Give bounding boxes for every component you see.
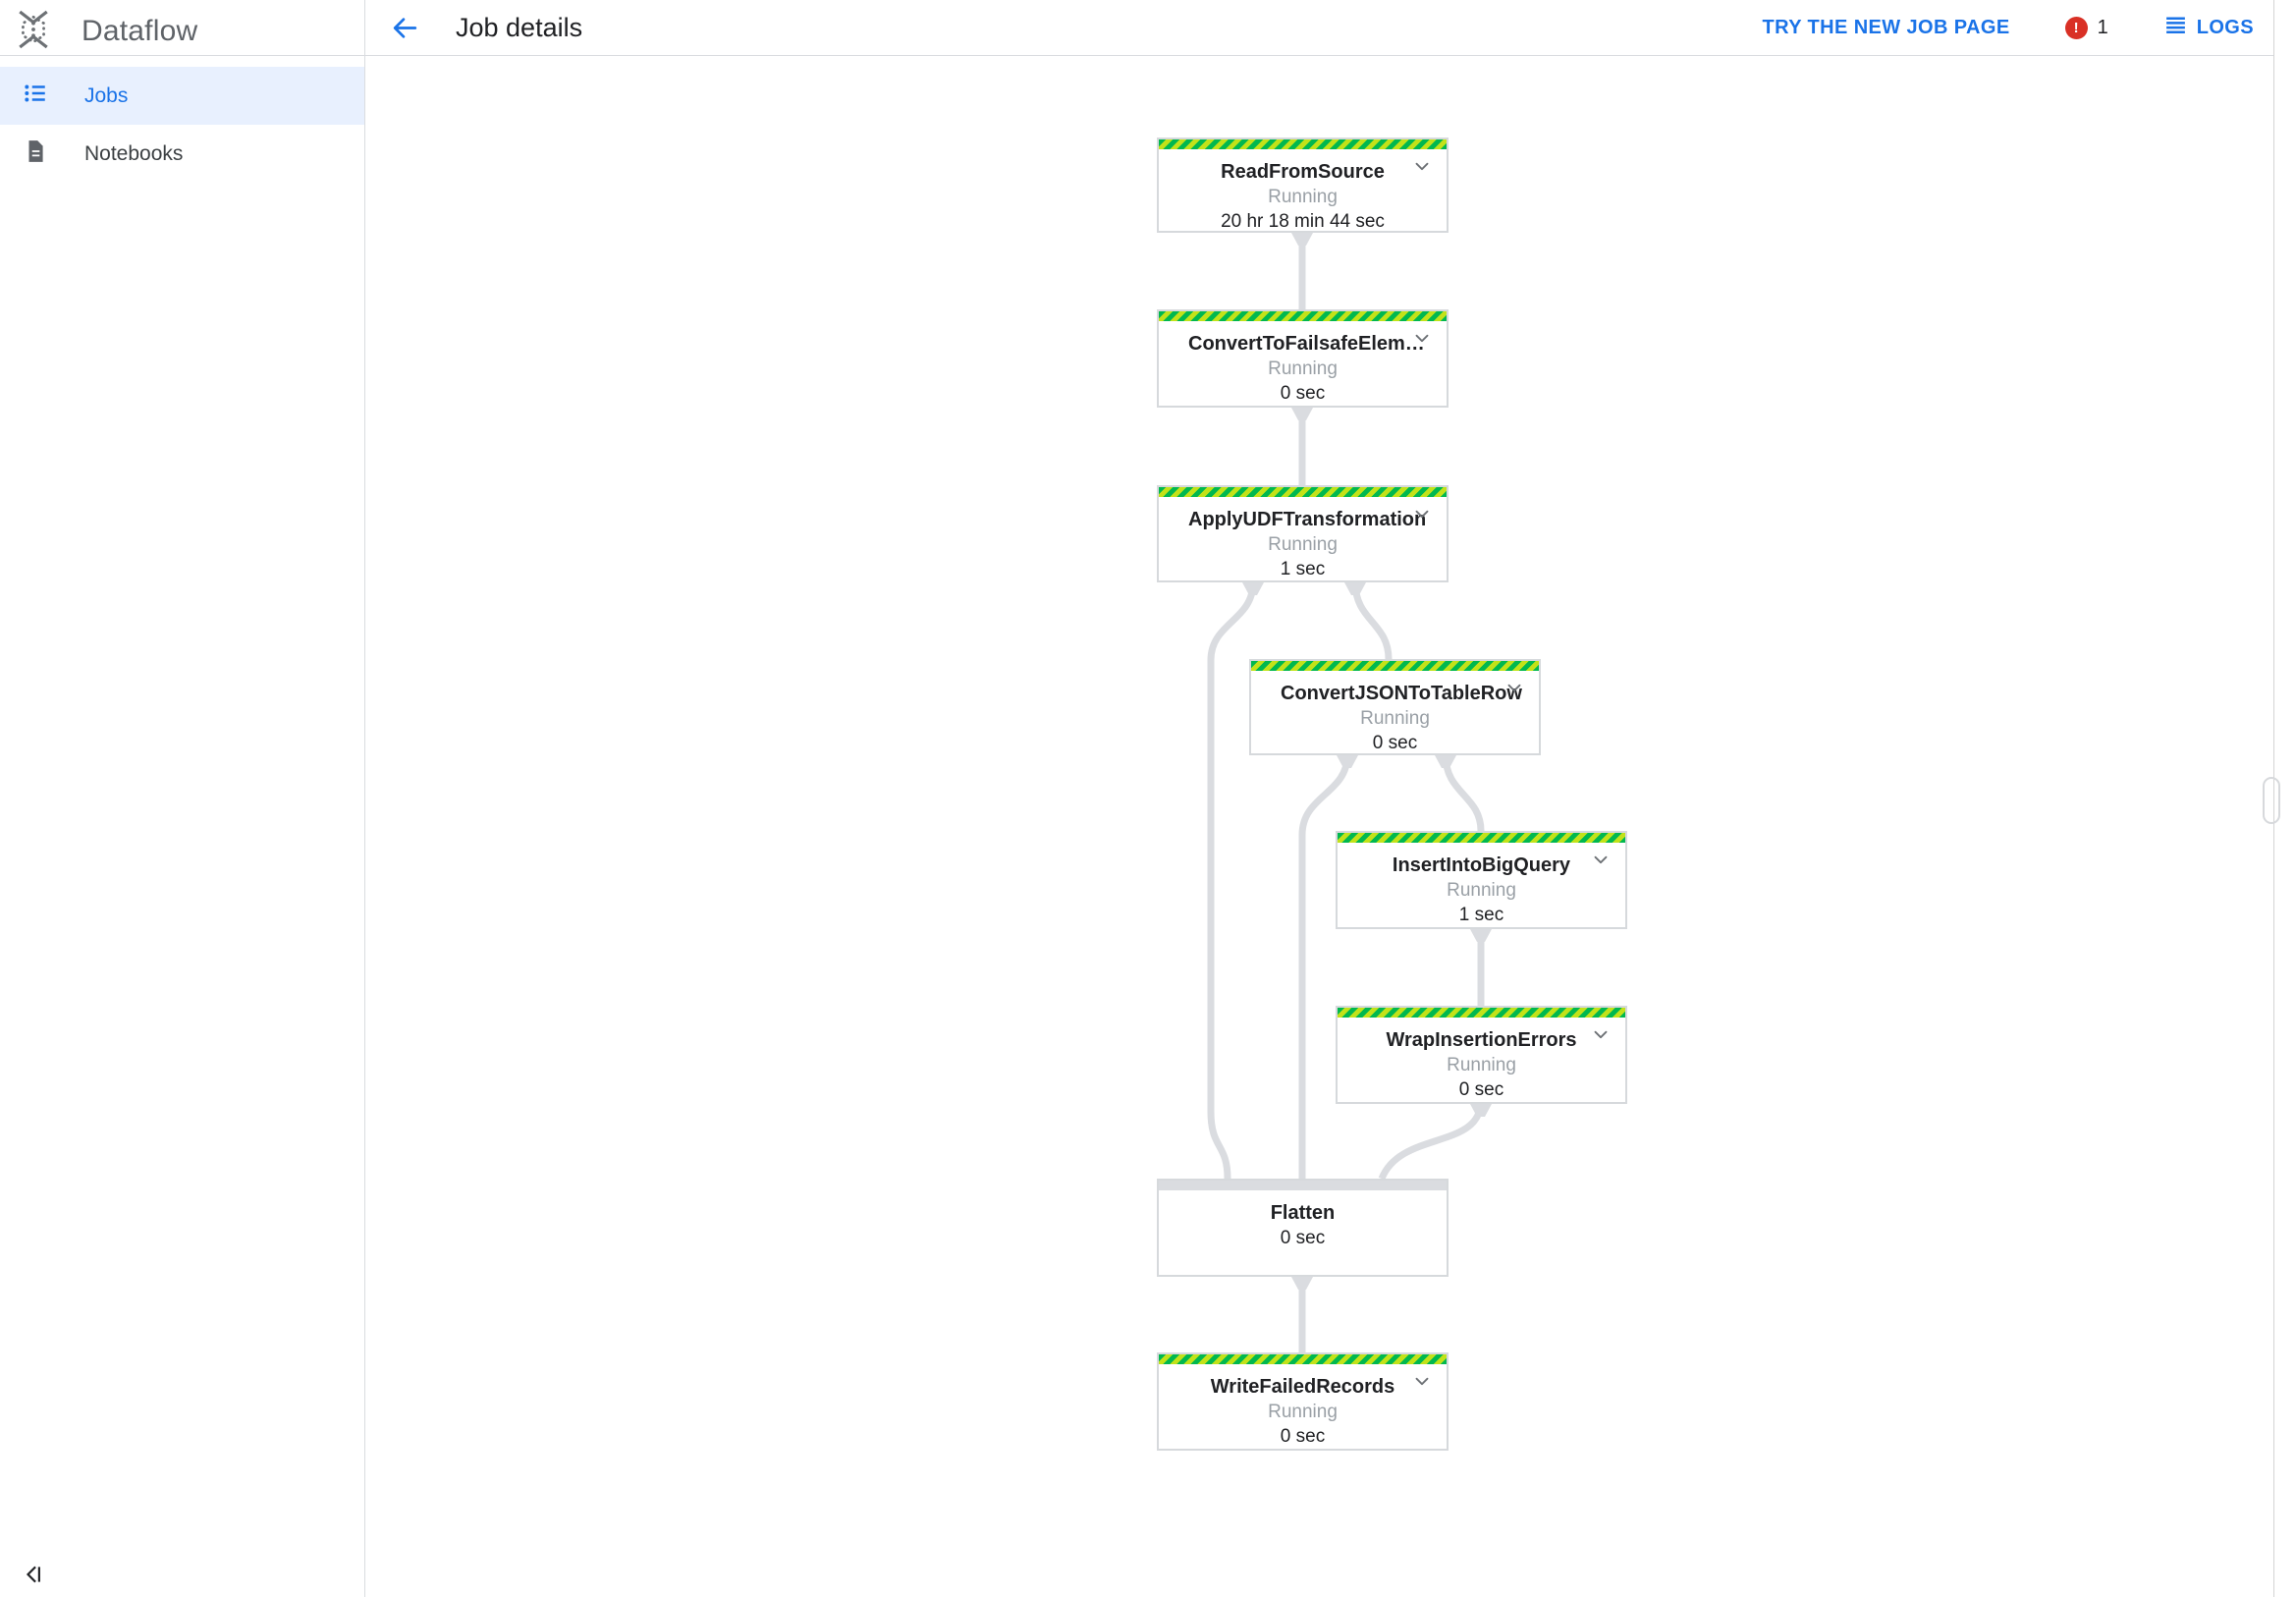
edge-output-cap (1291, 233, 1313, 246)
edge-output-cap (1337, 755, 1358, 768)
chevron-down-icon[interactable] (1411, 327, 1433, 349)
node-title: ReadFromSource (1221, 161, 1385, 183)
edge-ApplyUDFTransformation-to-ConvertJSONToTableRow (1351, 581, 1393, 660)
graph-node-InsertIntoBigQuery[interactable]: InsertIntoBigQuery Running 1 sec (1336, 831, 1627, 929)
logs-button[interactable]: LOGS (2163, 13, 2254, 42)
node-duration: 20 hr 18 min 44 sec (1221, 211, 1385, 232)
edge-output-cap (1291, 1277, 1313, 1290)
node-title: InsertIntoBigQuery (1392, 854, 1571, 876)
node-title: Flatten (1270, 1202, 1336, 1224)
node-title: WrapInsertionErrors (1386, 1029, 1577, 1051)
dataflow-logo-icon (15, 10, 52, 54)
sidebar-item-jobs[interactable]: Jobs (0, 67, 364, 125)
graph-node-ReadFromSource[interactable]: ReadFromSource Running 20 hr 18 min 44 s… (1157, 138, 1449, 233)
sidebar-item-label: Jobs (84, 83, 129, 107)
node-status-bar (1159, 311, 1447, 321)
document-icon (23, 138, 48, 170)
node-duration: 1 sec (1280, 559, 1326, 579)
graph-node-ConvertJSONToTableRow[interactable]: ConvertJSONToTableRow Running 0 sec (1249, 659, 1541, 755)
error-badge-group[interactable]: ! 1 (2064, 16, 2108, 39)
graph-node-Flatten[interactable]: Flatten 0 sec (1157, 1179, 1449, 1277)
chevron-down-icon[interactable] (1503, 677, 1525, 698)
logs-label: LOGS (2196, 16, 2254, 38)
edge-output-cap (1435, 755, 1456, 768)
header-divider (0, 55, 2273, 56)
try-new-job-page-button[interactable]: TRY THE NEW JOB PAGE (1762, 16, 2010, 38)
node-status: Running (1447, 880, 1516, 901)
product-title: Dataflow (82, 15, 198, 47)
node-duration: 1 sec (1458, 905, 1504, 925)
chevron-down-icon[interactable] (1411, 503, 1433, 524)
graph-node-ApplyUDFTransformation[interactable]: ApplyUDFTransformation Running 1 sec (1157, 485, 1449, 582)
back-button[interactable] (389, 12, 420, 43)
edge-ApplyUDFTransformation-to-Flatten (1207, 581, 1257, 1180)
right-rail-divider (2273, 0, 2274, 1597)
node-status-bar (1251, 661, 1539, 671)
edge-output-cap (1470, 929, 1492, 942)
node-title: ConvertToFailsafeElem… (1188, 333, 1425, 355)
sidebar: Dataflow Jobs (0, 0, 365, 1597)
node-status-bar (1159, 1354, 1447, 1364)
edge-WrapInsertionErrors-to-Flatten (1378, 1103, 1485, 1181)
vertical-scrollbar-thumb[interactable] (2263, 777, 2280, 824)
node-duration: 0 sec (1280, 1426, 1326, 1447)
page-title: Job details (456, 12, 583, 42)
edge-ConvertJSONToTableRow-to-Flatten (1298, 754, 1351, 1179)
sidebar-item-notebooks[interactable]: Notebooks (0, 125, 364, 183)
node-duration: 0 sec (1280, 1228, 1326, 1248)
node-status-bar (1159, 487, 1447, 497)
node-status: Running (1268, 1402, 1338, 1422)
node-status-bar (1338, 1008, 1625, 1018)
sidebar-nav: Jobs Notebooks (0, 67, 364, 183)
chevron-down-icon[interactable] (1590, 849, 1612, 870)
chevron-down-icon[interactable] (1411, 155, 1433, 177)
brand: Dataflow (0, 0, 364, 55)
node-status-bar (1159, 139, 1447, 149)
list-icon (23, 81, 48, 112)
node-duration: 0 sec (1280, 383, 1326, 404)
graph-node-WriteFailedRecords[interactable]: WriteFailedRecords Running 0 sec (1157, 1352, 1449, 1451)
node-status: Running (1268, 187, 1338, 207)
edge-output-cap (1470, 1104, 1492, 1117)
edge-ConvertJSONToTableRow-to-InsertIntoBigQuery (1442, 754, 1485, 832)
node-duration: 0 sec (1372, 733, 1418, 753)
edge-output-cap (1242, 582, 1264, 595)
node-title: WriteFailedRecords (1210, 1376, 1395, 1398)
chevron-down-icon[interactable] (1590, 1023, 1612, 1045)
sidebar-item-label: Notebooks (84, 141, 184, 165)
chevron-down-icon[interactable] (1411, 1370, 1433, 1392)
collapse-sidebar-button[interactable] (22, 1562, 47, 1587)
error-icon: ! (2064, 16, 2088, 39)
node-status: Running (1360, 708, 1430, 729)
error-count: 1 (2097, 16, 2108, 38)
graph-node-WrapInsertionErrors[interactable]: WrapInsertionErrors Running 0 sec (1336, 1006, 1627, 1104)
node-duration: 0 sec (1458, 1079, 1504, 1100)
edge-output-cap (1344, 582, 1366, 595)
node-status: Running (1268, 358, 1338, 379)
node-title: ApplyUDFTransformation (1188, 509, 1427, 530)
node-status-bar (1338, 833, 1625, 843)
logs-lines-icon (2163, 13, 2188, 42)
node-status: Running (1447, 1055, 1516, 1075)
graph-node-ConvertToFailsafeElem[interactable]: ConvertToFailsafeElem… Running 0 sec (1157, 309, 1449, 408)
node-status-bar (1159, 1181, 1447, 1190)
node-status: Running (1268, 534, 1338, 555)
top-bar: Job details TRY THE NEW JOB PAGE ! 1 LOG… (366, 0, 2273, 55)
top-bar-actions: TRY THE NEW JOB PAGE ! 1 LOGS (1762, 13, 2273, 42)
node-title: ConvertJSONToTableRow (1281, 683, 1522, 704)
edge-output-cap (1291, 408, 1313, 420)
